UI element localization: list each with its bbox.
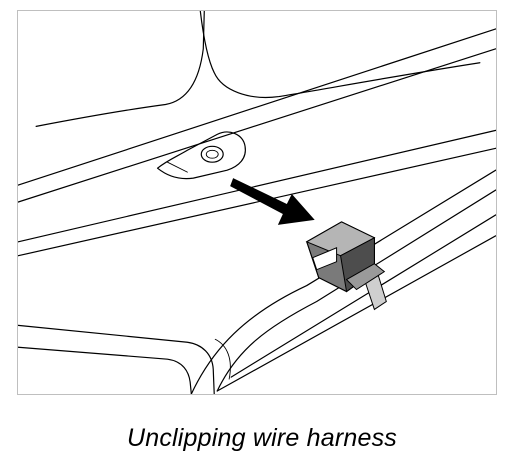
figure-caption: Unclipping wire harness <box>126 424 397 452</box>
rail-strips <box>18 28 496 257</box>
diagram-frame <box>17 10 497 395</box>
harness-clip-icon <box>305 221 387 311</box>
body-panel-contour <box>35 11 481 127</box>
harness-tube <box>18 169 496 394</box>
unclipping-diagram <box>18 11 496 394</box>
mounting-bracket-icon <box>156 131 246 180</box>
arrow-right-down-icon <box>230 178 315 225</box>
